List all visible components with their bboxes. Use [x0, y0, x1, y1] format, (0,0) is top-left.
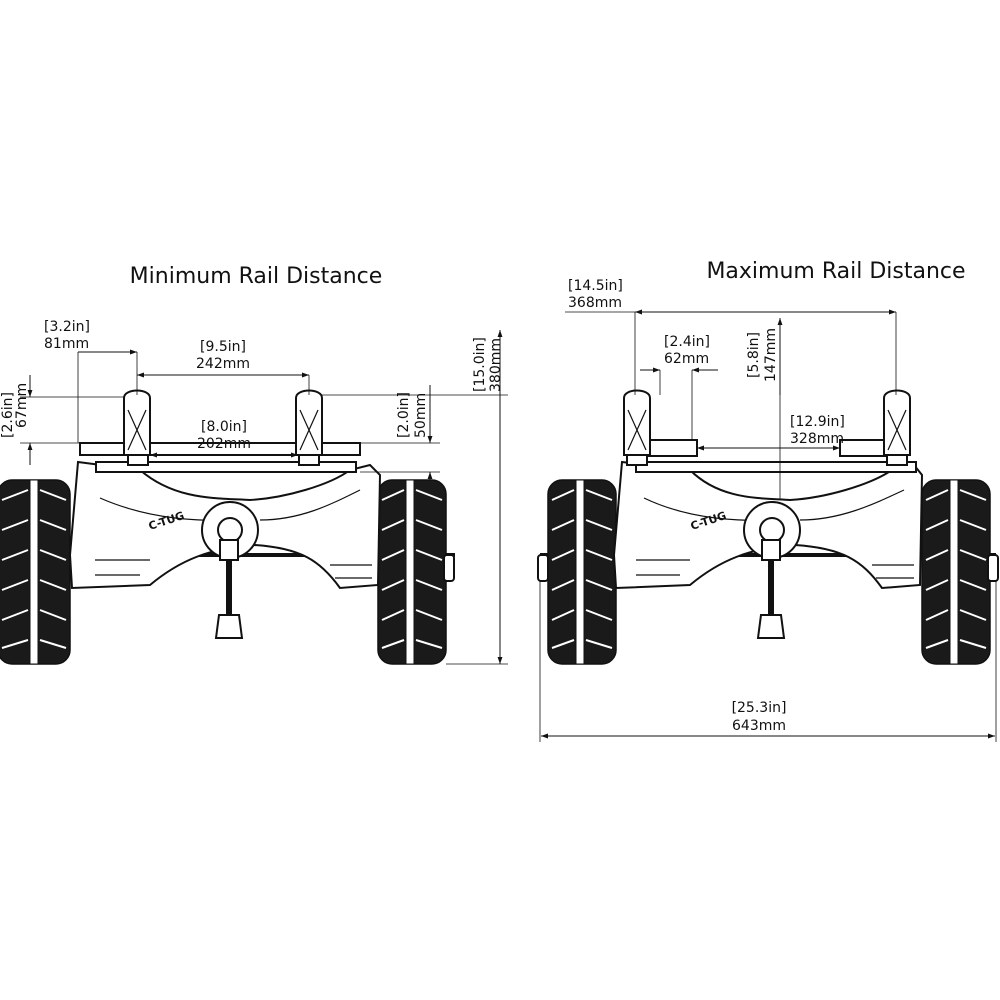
max-dim-rail-height: [5.8in] 147mm: [746, 318, 783, 500]
min-right-wheel: [377, 479, 447, 665]
max-rail-height-mm: 147mm: [763, 328, 779, 382]
min-overall-height-mm: 380mm: [488, 338, 504, 392]
min-title: Minimum Rail Distance: [130, 264, 383, 289]
max-dim-overall-width: [25.3in] 643mm: [539, 580, 997, 742]
min-right-rail: [295, 389, 323, 466]
min-dim-rail-height: [2.6in] 67mm: [0, 375, 124, 465]
max-overall-width-in: [25.3in]: [732, 700, 787, 716]
max-title: Maximum Rail Distance: [706, 259, 965, 284]
max-rail-span-in: [14.5in]: [568, 278, 623, 294]
min-saddle-rise-mm: 50mm: [413, 393, 429, 438]
min-trolley-drawing: C-TUG: [0, 389, 455, 665]
max-trolley-drawing: C-TUG: [537, 389, 999, 665]
min-rail-gap-mm: 242mm: [196, 356, 250, 372]
min-saddle-gap-mm: 202mm: [197, 436, 251, 452]
max-dim-offset: [2.4in] 62mm: [640, 334, 718, 440]
max-left-rail: [623, 389, 651, 466]
min-rail-center-mm: 81mm: [44, 336, 89, 352]
max-saddle-gap-in: [12.9in]: [790, 414, 845, 430]
min-dim-saddle-rise: [2.0in] 50mm: [345, 385, 440, 480]
max-offset-in: [2.4in]: [664, 334, 710, 350]
max-rail-height-in: [5.8in]: [746, 332, 762, 378]
min-dim-overall-height: [15.0in] 380mm: [322, 330, 508, 665]
max-saddle-gap-mm: 328mm: [790, 431, 844, 447]
max-dim-saddle-gap: [12.9in] 328mm: [697, 414, 845, 451]
max-dim-rail-span: [14.5in] 368mm: [565, 278, 897, 395]
min-rail-gap-in: [9.5in]: [200, 339, 246, 355]
min-left-rail: [123, 389, 151, 466]
min-dim-saddle-gap: [8.0in] 202mm: [150, 419, 298, 458]
min-rail-center-in: [3.2in]: [44, 319, 90, 335]
max-rail-span-mm: 368mm: [568, 295, 622, 311]
min-saddle-rise-in: [2.0in]: [396, 392, 412, 438]
min-saddle-gap-in: [8.0in]: [201, 419, 247, 435]
max-left-wheel: [547, 479, 617, 665]
min-dim-rail-gap: [9.5in] 242mm: [137, 339, 310, 395]
min-rail-height-mm: 67mm: [14, 383, 30, 428]
max-right-rail: [883, 389, 911, 466]
min-dim-rail-center: [3.2in] 81mm: [44, 319, 138, 443]
max-right-wheel: [921, 479, 991, 665]
max-offset-mm: 62mm: [664, 351, 709, 367]
min-rail-height-in: [2.6in]: [0, 392, 16, 438]
min-overall-height-in: [15.0in]: [472, 337, 488, 392]
min-left-wheel: [0, 479, 71, 665]
min-view: Minimum Rail Distance: [0, 264, 508, 665]
max-overall-width-mm: 643mm: [732, 718, 786, 734]
max-view: Maximum Rail Distance: [537, 259, 999, 742]
